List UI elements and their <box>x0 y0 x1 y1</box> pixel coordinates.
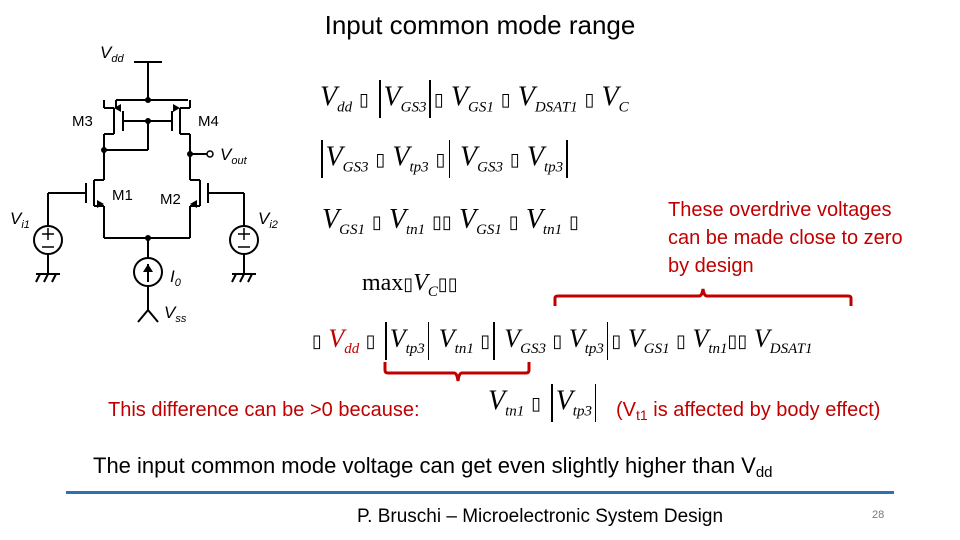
svg-text:Vi2: Vi2 <box>258 209 278 231</box>
overdrive-note-line-1: These overdrive voltages <box>668 199 892 221</box>
svg-text:M1: M1 <box>112 187 133 204</box>
equation-4: max▯VC▯▯ <box>362 270 458 300</box>
svg-text:Vi1: Vi1 <box>10 209 30 231</box>
footer-divider <box>66 491 894 494</box>
conclusion-text: The input common mode voltage can get ev… <box>93 453 773 481</box>
equation-2: VGS3 ▯ Vtp3 ▯ VGS3 ▯ Vtp3 <box>318 140 571 178</box>
slide-title: Input common mode range <box>324 10 636 40</box>
page-number: 28 <box>872 509 885 521</box>
svg-text:M3: M3 <box>72 113 93 130</box>
equation-1: Vdd ▯ VGS3▯ VGS1 ▯ VDSAT1 ▯ VC <box>320 80 629 118</box>
equation-3: VGS1 ▯ Vtn1 ▯▯ VGS1 ▯ Vtn1 ▯ <box>322 204 579 238</box>
svg-text:Vdd: Vdd <box>100 43 124 65</box>
bracket-overdrive <box>553 288 853 306</box>
equation-5: ▯ Vdd ▯ Vtp3 Vtn1 ▯ VGS3 ▯ Vtp3▯ VGS1 ▯ … <box>312 322 813 360</box>
differential-pair-schematic: Vdd M3 M4 M1 M2 Vout Vi1 Vi2 I0 Vss <box>10 43 278 325</box>
svg-text:Vss: Vss <box>164 303 187 325</box>
equation-6: Vtn1 ▯ Vtp3 <box>488 384 599 422</box>
svg-text:Vout: Vout <box>220 145 248 167</box>
svg-text:M4: M4 <box>198 113 219 130</box>
overdrive-note: These overdrive voltages can be made clo… <box>668 196 903 280</box>
body-effect-note: (Vt1 is affected by body effect) <box>616 399 881 423</box>
bracket-difference <box>383 362 531 382</box>
footer-text: P. Bruschi – Microelectronic System Desi… <box>356 506 724 527</box>
overdrive-note-line-2: can be made close to zero <box>668 227 903 249</box>
svg-text:I0: I0 <box>170 267 182 289</box>
svg-text:M2: M2 <box>160 191 181 208</box>
overdrive-note-line-3: by design <box>668 255 754 277</box>
difference-note: This difference can be >0 because: <box>108 399 420 421</box>
